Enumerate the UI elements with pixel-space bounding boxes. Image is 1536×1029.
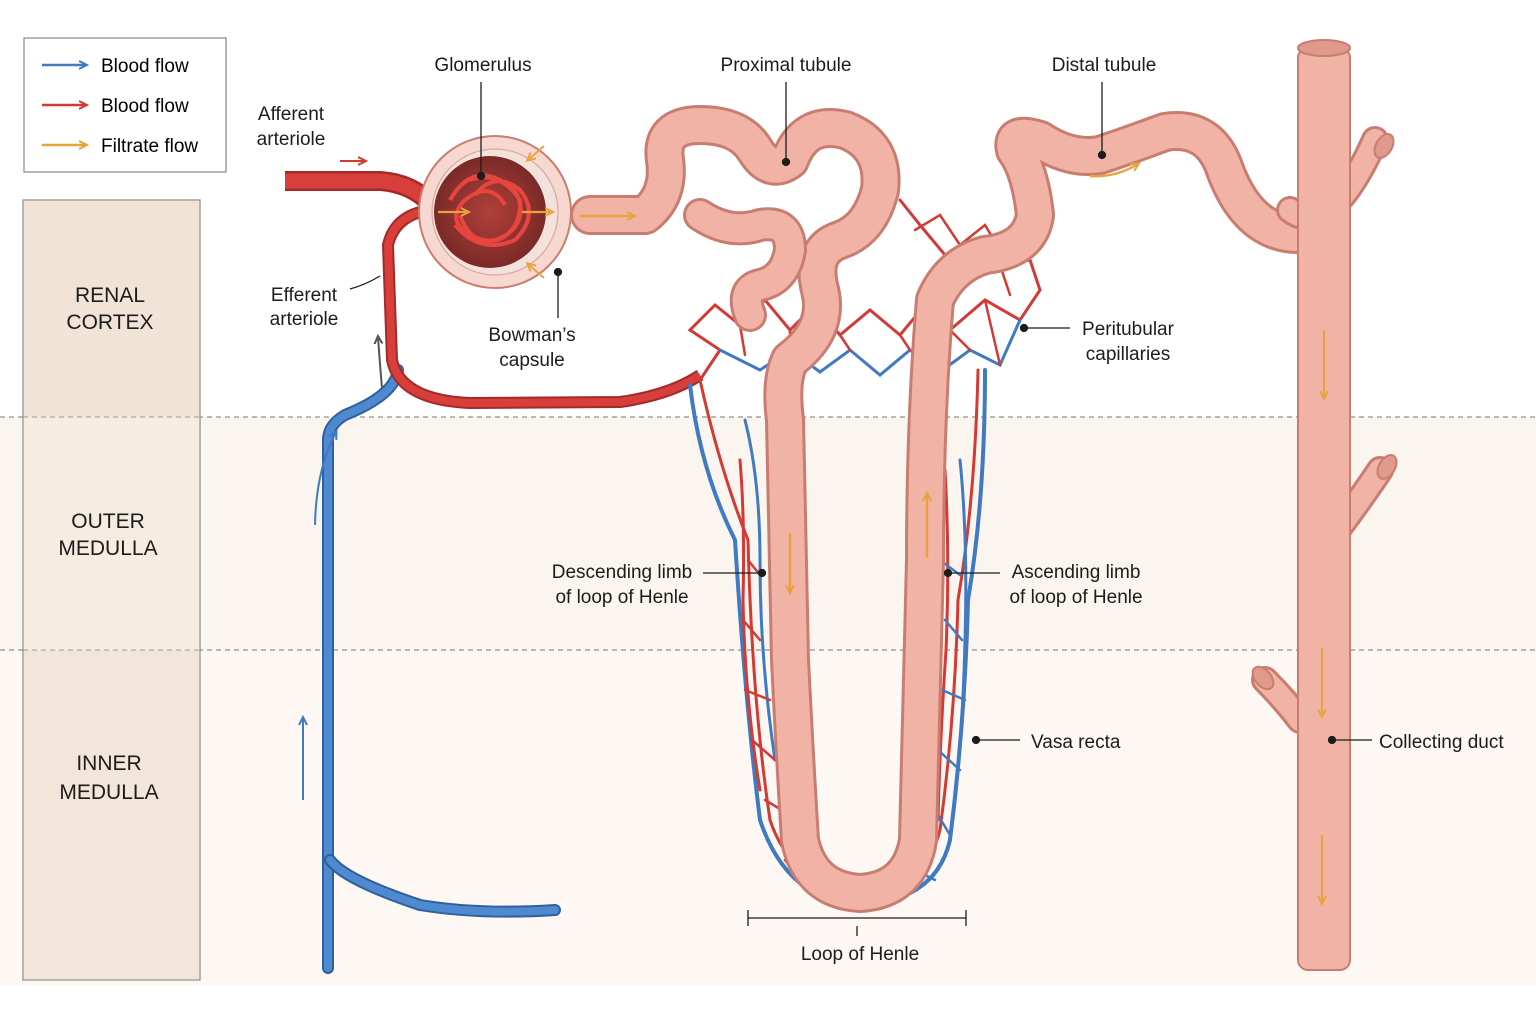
distal-tubule-label: Distal tubule <box>1052 55 1157 76</box>
collecting-duct-label: Collecting duct <box>1379 732 1504 753</box>
legend: Blood flow Blood flow Filtrate flow <box>23 37 227 173</box>
descending-limb-label-line1: Descending limb <box>552 562 692 583</box>
bowmans-label-line1: Bowman’s <box>488 325 575 346</box>
efferent-label-line2: arteriole <box>270 309 339 330</box>
labels: Afferent arteriole Efferent arteriole Gl… <box>257 55 1505 965</box>
descending-limb-label-line2: of loop of Henle <box>555 587 688 608</box>
zone-inner-line1: INNER <box>76 752 141 775</box>
efferent-label-line1: Efferent <box>271 285 338 306</box>
leader-lines <box>349 82 1372 936</box>
venous-vessel <box>303 337 561 974</box>
zone-outer-line2: MEDULLA <box>58 537 157 560</box>
glomerulus-label: Glomerulus <box>434 55 531 76</box>
afferent-label-line1: Afferent <box>258 104 325 125</box>
zone-cortex-line2: CORTEX <box>66 311 153 334</box>
efferent-flow-arrow <box>378 337 382 389</box>
peritubular-label-line2: capillaries <box>1086 344 1170 365</box>
renal-corpuscle <box>418 135 634 289</box>
zone-panel: RENAL CORTEX OUTER MEDULLA INNER MEDULLA <box>22 199 201 981</box>
ascending-limb-label-line1: Ascending limb <box>1012 562 1141 583</box>
filtrate-arrow-4 <box>528 264 545 279</box>
legend-label-filtrate: Filtrate flow <box>101 136 198 157</box>
peritubular-label-line1: Peritubular <box>1082 319 1175 340</box>
legend-label-blood-red: Blood flow <box>101 96 189 117</box>
proximal-tubule-label: Proximal tubule <box>721 55 852 76</box>
vein-flow-arrow-upper <box>314 432 336 526</box>
distal-flow-arrow <box>1089 164 1138 178</box>
zone-outer-line1: OUTER <box>71 510 145 533</box>
ascending-limb-label-line2: of loop of Henle <box>1009 587 1142 608</box>
legend-label-blood-blue: Blood flow <box>101 56 189 77</box>
afferent-label-line2: arteriole <box>257 129 326 150</box>
bowmans-label-line2: capsule <box>499 350 565 371</box>
filtrate-arrow-3 <box>528 145 545 160</box>
loop-of-henle-label: Loop of Henle <box>801 944 919 965</box>
vasa-recta-label: Vasa recta <box>1031 732 1121 753</box>
zone-cortex-line1: RENAL <box>75 284 145 307</box>
zone-inner-line2: MEDULLA <box>59 781 158 804</box>
